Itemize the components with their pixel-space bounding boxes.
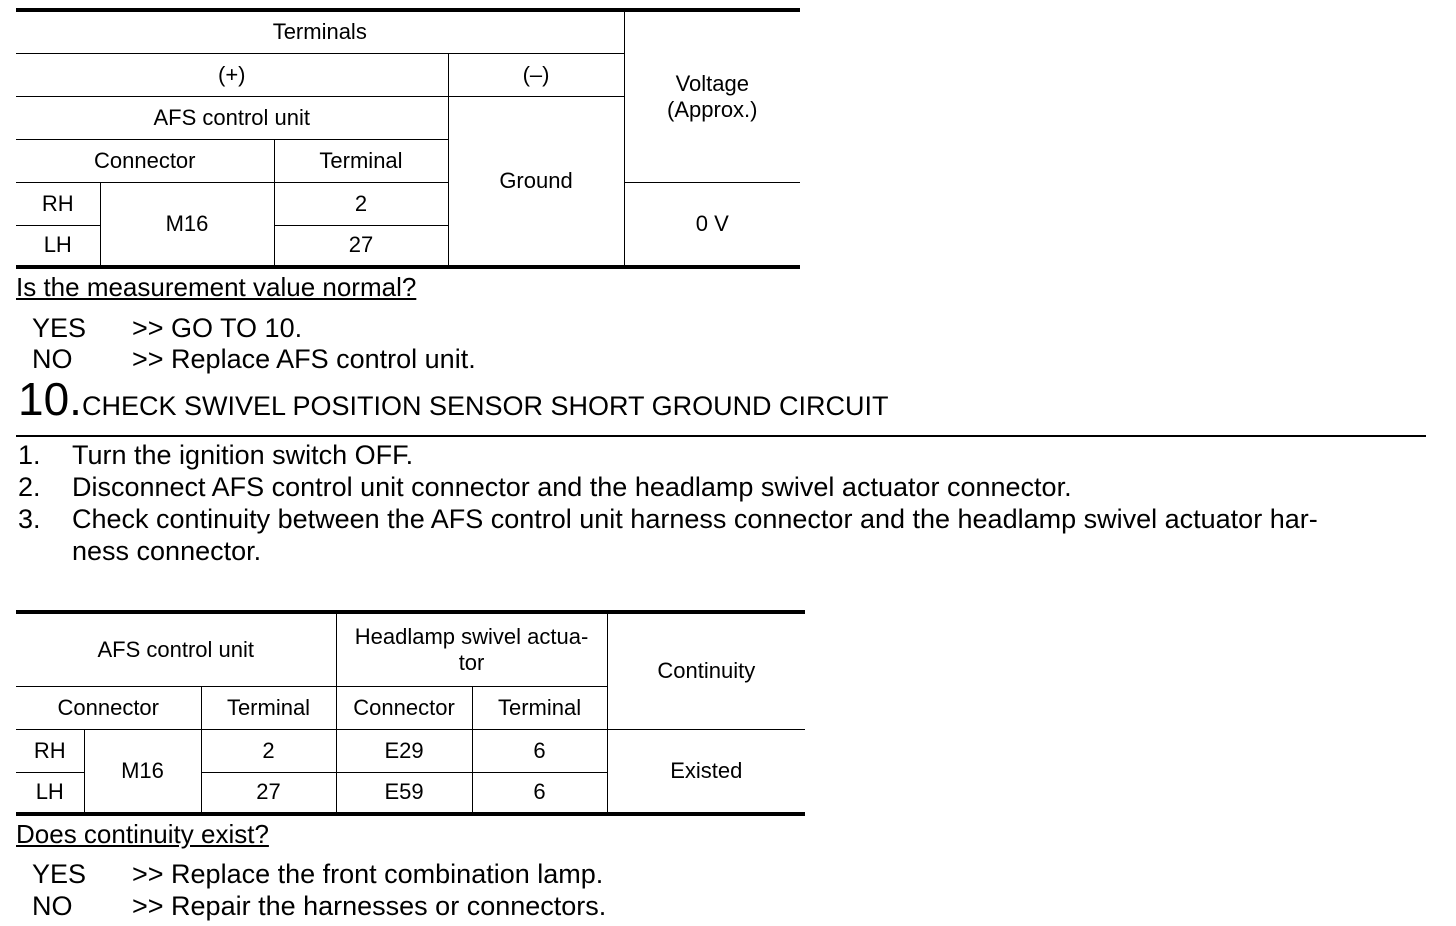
answer-no: NO >> Replace AFS control unit. [32,344,632,376]
actuator-header: Headlamp swivel actua-tor [335,610,608,687]
terminals-header: Terminals [16,8,625,54]
continuity-cell: Existed [606,728,806,816]
answer-yes: YES >> GO TO 10. [32,313,632,345]
terminal-header: Terminal [200,685,337,730]
afs-header: AFS control unit [16,95,449,140]
connector-cell: E59 [335,771,473,816]
divider [16,435,1426,437]
terminal-cell: 27 [273,224,449,269]
question-1: Is the measurement value normal? [16,272,417,302]
side-cell: LH [16,771,85,816]
afs-header: AFS control unit [16,610,337,687]
ground-cell: Ground [447,95,625,269]
answer-key: NO [32,891,73,921]
answer-key: YES [32,313,87,343]
connector-header: Connector [335,685,473,730]
terminal-header: Terminal [471,685,608,730]
answer-key: YES [32,859,87,889]
answer-key: NO [32,344,73,374]
question-2: Does continuity exist? [16,819,269,849]
continuity-header: Continuity [606,610,806,730]
connector-cell: M16 [83,728,202,816]
terminal-cell: 27 [200,771,337,816]
connector-cell: M16 [99,181,275,269]
terminal-cell: 6 [471,728,608,773]
voltage-header: Voltage(Approx.) [623,8,801,183]
voltage-cell: 0 V [623,181,801,269]
step-title: CHECK SWIVEL POSITION SENSOR SHORT GROUN… [81,391,889,421]
terminal-cell: 6 [471,771,608,816]
answer-yes: YES >> Replace the front combination lam… [32,859,732,891]
terminal-header: Terminal [273,138,449,183]
answer-text: >> Replace AFS control unit. [132,344,476,374]
plus-header: (+) [16,52,449,97]
connector-cell: E29 [335,728,473,773]
minus-header: (–) [447,52,625,97]
side-cell: RH [16,728,85,773]
side-cell: LH [16,224,101,269]
connector-header: Connector [16,685,202,730]
answer-text: >> GO TO 10. [132,313,303,343]
connector-header: Connector [16,138,275,183]
terminal-cell: 2 [200,728,337,773]
terminal-cell: 2 [273,181,449,226]
step-number: 10. [18,373,82,425]
continuity-table: AFS control unit Headlamp swivel actua-t… [16,610,806,816]
answer-text: >> Repair the harnesses or connectors. [132,891,607,921]
voltage-table: Terminals Voltage(Approx.) (+) (–) AFS c… [16,8,801,269]
side-cell: RH [16,181,101,226]
answer-no: NO >> Repair the harnesses or connectors… [32,891,732,923]
step-heading: 10.CHECK SWIVEL POSITION SENSOR SHORT GR… [18,372,889,426]
answer-text: >> Replace the front combination lamp. [132,859,604,889]
